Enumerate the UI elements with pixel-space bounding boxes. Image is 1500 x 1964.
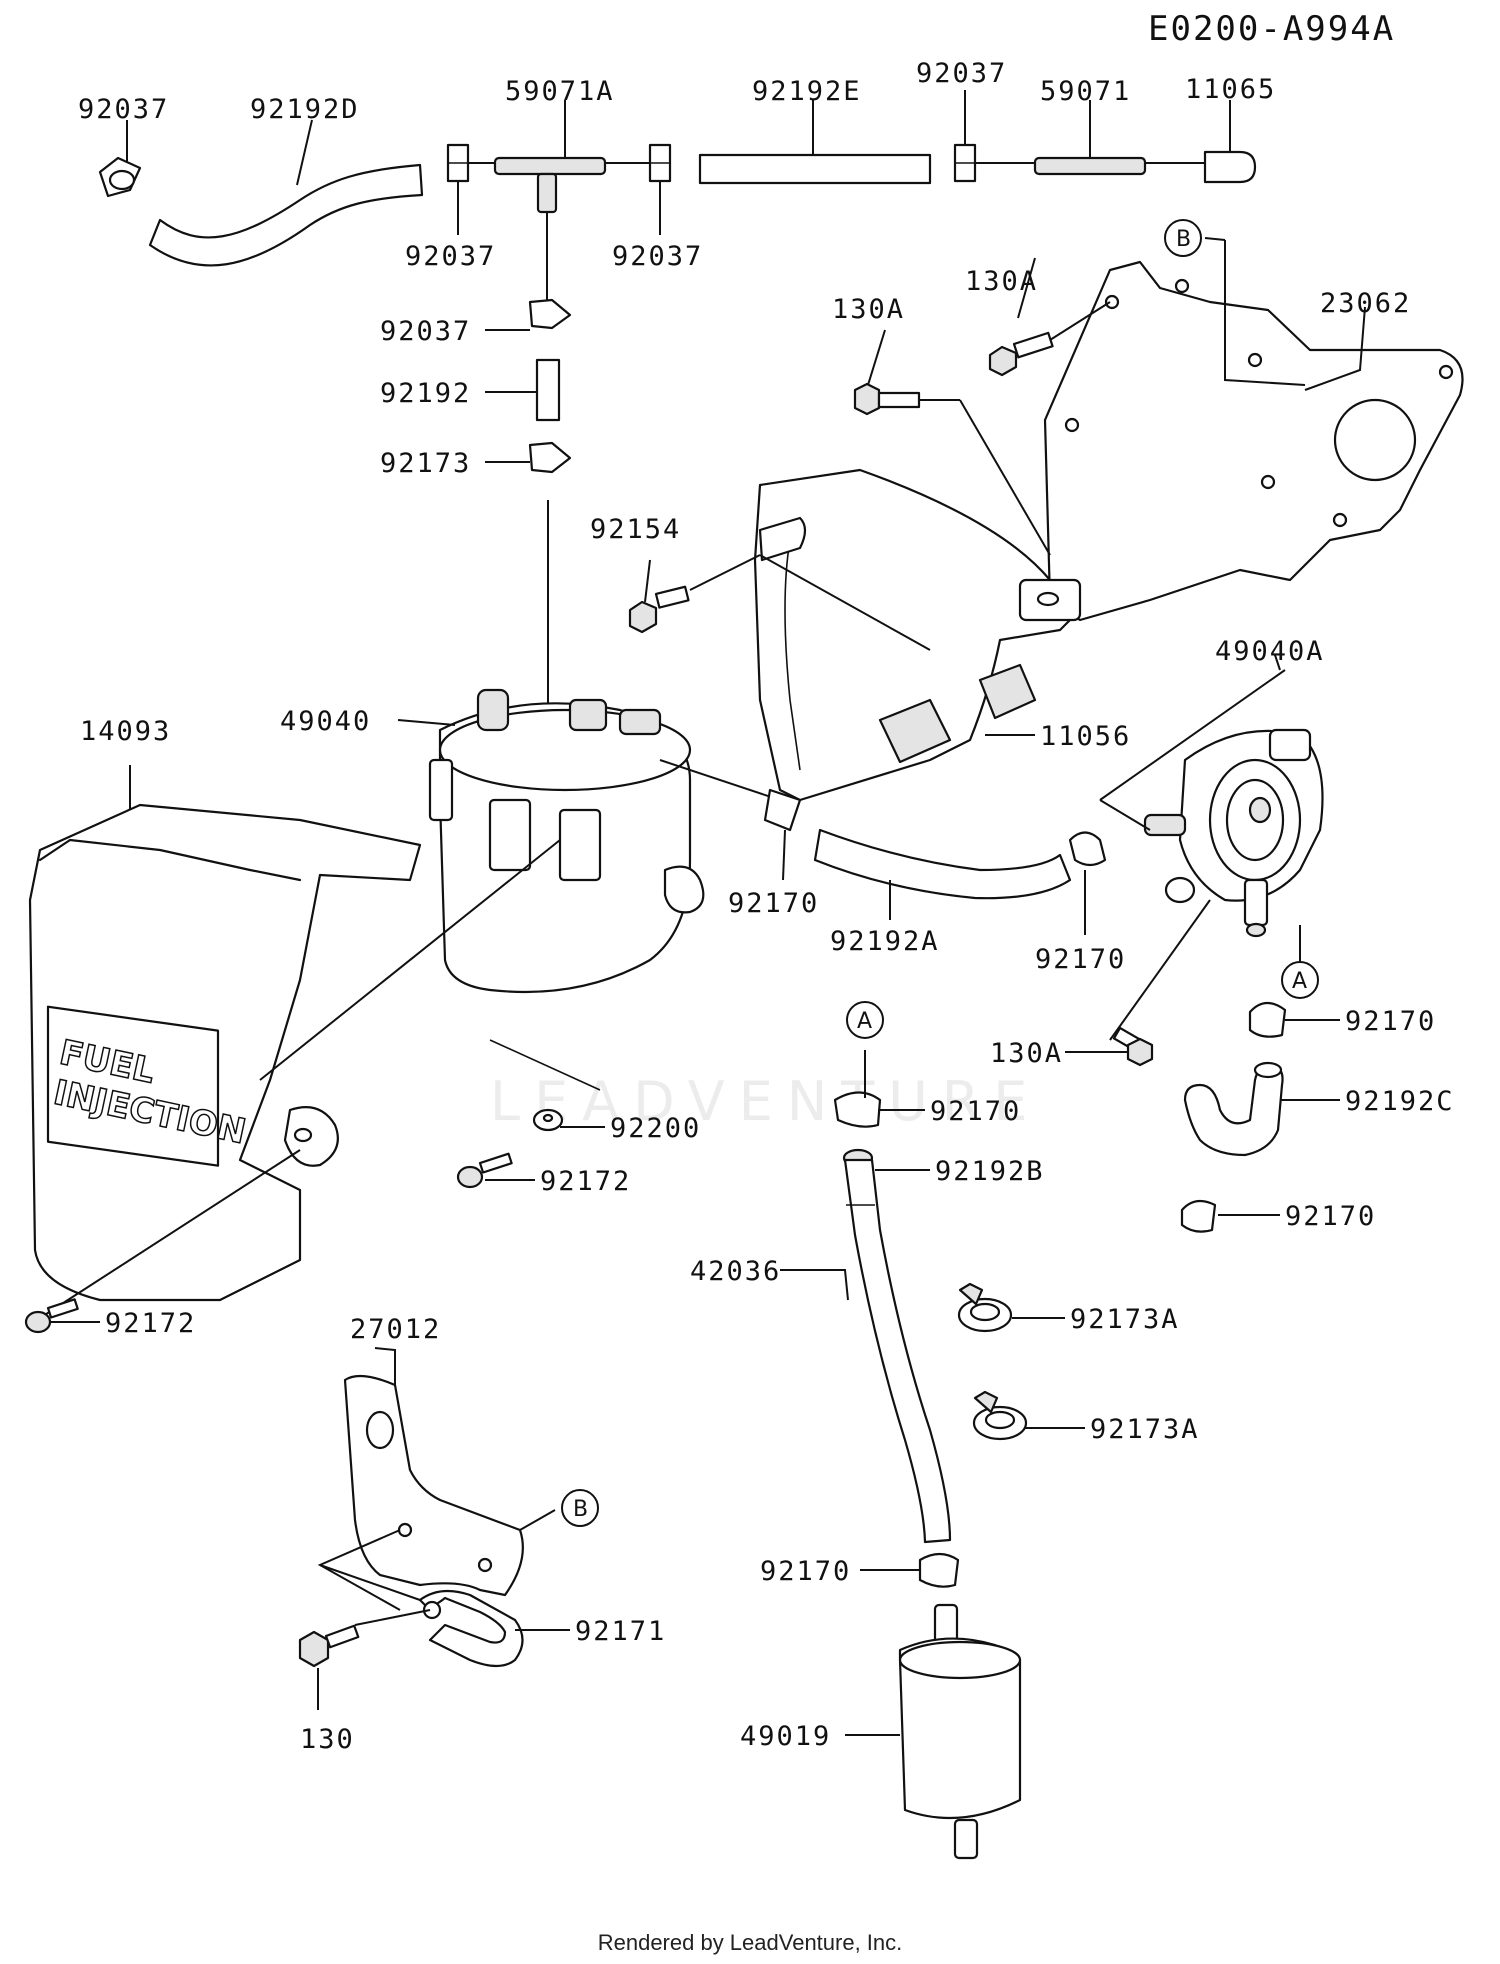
bolt-130A-lower[interactable]: [1112, 1026, 1154, 1067]
cap-11065[interactable]: [1203, 150, 1257, 184]
callout-92192E[interactable]: 92192E: [752, 76, 862, 107]
tee-fitting-59071A[interactable]: [493, 156, 607, 214]
connector-11056-b[interactable]: [978, 663, 1037, 720]
screw-92172-b[interactable]: [24, 1298, 79, 1334]
callout-27012[interactable]: 27012: [350, 1314, 441, 1345]
callout-92170-b[interactable]: 92170: [1035, 944, 1126, 975]
cover-mount-left: [758, 516, 807, 562]
ref-marker-a-right: A: [1281, 961, 1319, 999]
svg-text:B: B: [573, 1497, 588, 1522]
ref-marker-a-mid: A: [846, 1001, 884, 1039]
svg-text:B: B: [1176, 227, 1191, 252]
cover-11056[interactable]: [753, 468, 1072, 802]
screw-92172-a[interactable]: [456, 1152, 513, 1189]
clamp-92037-top-left[interactable]: [98, 156, 142, 198]
keyhole-slot: [365, 1410, 395, 1450]
bracket-23062[interactable]: [1043, 260, 1464, 622]
clamp-92173[interactable]: [528, 441, 572, 474]
connector-11056-a[interactable]: [878, 698, 952, 764]
callout-92154[interactable]: 92154: [590, 514, 681, 545]
callout-92170-e[interactable]: 92170: [1285, 1201, 1376, 1232]
callout-92037-mid[interactable]: 92037: [380, 316, 471, 347]
callout-92192B[interactable]: 92192B: [935, 1156, 1045, 1187]
callout-92172-a[interactable]: 92172: [540, 1166, 631, 1197]
fitting-59071[interactable]: [1033, 156, 1147, 176]
callout-130A-left[interactable]: 130A: [832, 294, 905, 325]
callout-11056[interactable]: 11056: [1040, 721, 1131, 752]
callout-92037-bottom-left[interactable]: 92037: [405, 241, 496, 272]
callout-49040[interactable]: 49040: [280, 706, 371, 737]
bolt-130[interactable]: [298, 1624, 360, 1668]
hose-92192E[interactable]: [698, 153, 932, 185]
clamp-92170-f[interactable]: [918, 1552, 960, 1588]
callout-92192D[interactable]: 92192D: [250, 94, 360, 125]
bolt-130A-left[interactable]: [853, 382, 921, 416]
callout-92170-c[interactable]: 92170: [1345, 1006, 1436, 1037]
hose-92192[interactable]: [535, 358, 561, 422]
clamp-92173A-1[interactable]: [957, 1282, 1013, 1333]
callout-23062[interactable]: 23062: [1320, 288, 1411, 319]
callout-130A-lower[interactable]: 130A: [990, 1038, 1063, 1069]
svg-text:A: A: [857, 1009, 872, 1034]
fuel-pump-49040A[interactable]: [1143, 728, 1324, 938]
callout-49019[interactable]: 49019: [740, 1721, 831, 1752]
callout-92037-top-left[interactable]: 92037: [78, 94, 169, 125]
callout-92170-a[interactable]: 92170: [728, 888, 819, 919]
callout-14093[interactable]: 14093: [80, 716, 171, 747]
callout-92172-b[interactable]: 92172: [105, 1308, 196, 1339]
callout-92037-bottom-right[interactable]: 92037: [612, 241, 703, 272]
footer-credit: Rendered by LeadVenture, Inc.: [597, 1930, 903, 1955]
clamp-92173A-2[interactable]: [972, 1390, 1028, 1441]
callout-92170-f[interactable]: 92170: [760, 1556, 851, 1587]
callout-49040A[interactable]: 49040A: [1215, 636, 1325, 667]
fuel-pump-49040[interactable]: [428, 688, 705, 994]
bolt-92154[interactable]: [628, 585, 690, 634]
ref-marker-b-top: B: [1164, 219, 1202, 257]
callout-92173A-1[interactable]: 92173A: [1070, 1304, 1180, 1335]
bracket-27012[interactable]: [343, 1374, 524, 1597]
clip-92171[interactable]: [418, 1589, 524, 1668]
clamp-92170-b[interactable]: [1068, 831, 1107, 867]
bolt-130A-upper[interactable]: [988, 331, 1054, 377]
callout-92037-top-right[interactable]: 92037: [916, 58, 1007, 89]
callout-92173[interactable]: 92173: [380, 448, 471, 479]
callout-130A-upper[interactable]: 130A: [965, 266, 1038, 297]
clamp-92170-e[interactable]: [833, 1091, 882, 1128]
clamp-92170-a[interactable]: [763, 788, 802, 832]
diagram-id: E0200-A994A: [1148, 9, 1395, 49]
callout-11065[interactable]: 11065: [1185, 74, 1276, 105]
leader-lines: [50, 90, 1366, 1736]
callout-92192C[interactable]: 92192C: [1345, 1086, 1455, 1117]
clamp-92037-mid[interactable]: [528, 298, 572, 330]
fuel-filter-49019[interactable]: [898, 1603, 1022, 1860]
callout-92200[interactable]: 92200: [610, 1113, 701, 1144]
callout-42036[interactable]: 42036: [690, 1256, 781, 1287]
hose-92192D[interactable]: [148, 163, 424, 267]
callout-92192A[interactable]: 92192A: [830, 926, 940, 957]
callout-92192[interactable]: 92192: [380, 378, 471, 409]
clamp-92170-d[interactable]: [1248, 1001, 1287, 1038]
hose-42036[interactable]: [843, 1158, 952, 1544]
callout-labels: 92037 92192D 59071A 92192E 92037 59071 1…: [78, 58, 1455, 1755]
callout-92171[interactable]: 92171: [575, 1616, 666, 1647]
callout-92170-d[interactable]: 92170: [930, 1096, 1021, 1127]
hose-92192C[interactable]: [1183, 1063, 1284, 1157]
callout-59071[interactable]: 59071: [1040, 76, 1131, 107]
callout-92173A-2[interactable]: 92173A: [1090, 1414, 1200, 1445]
hose-92192A[interactable]: [813, 828, 1072, 900]
fuel-injection-label: [46, 1005, 220, 1167]
cover-14093[interactable]: FUEL INJECTION: [28, 803, 422, 1302]
svg-text:A: A: [1292, 969, 1307, 994]
clamp-92170-g[interactable]: [1180, 1199, 1217, 1233]
bracket-opening: [1333, 398, 1417, 482]
callout-59071A[interactable]: 59071A: [505, 76, 615, 107]
callout-130[interactable]: 130: [300, 1724, 355, 1755]
ref-marker-b-bottom: B: [561, 1489, 599, 1527]
